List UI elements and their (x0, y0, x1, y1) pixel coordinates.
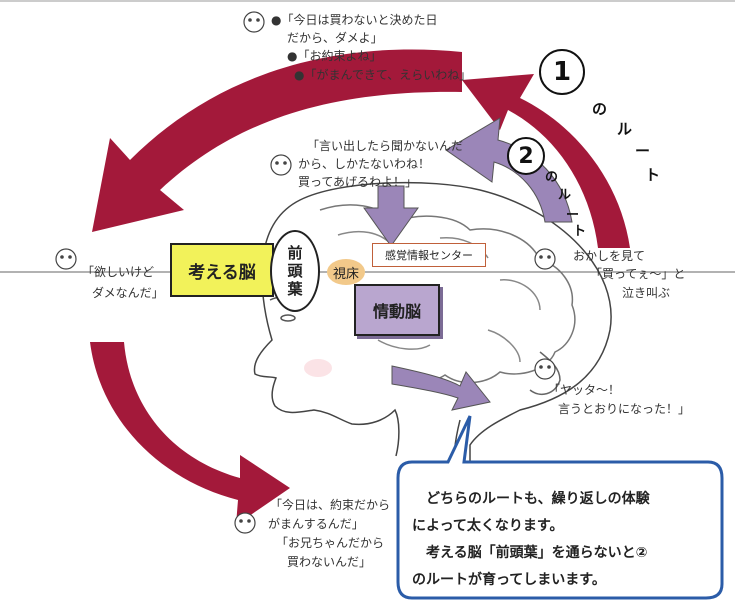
quote-top-1: ●「今日は買わないと決めた日 (271, 13, 438, 27)
callout-line-4: のルートが育ってしまいます。 (412, 572, 606, 588)
purple-arrow-route2 (445, 117, 573, 223)
quote-top-2: だから、ダメよ」 (287, 31, 383, 45)
quote-middle-2: から、しかたないわね！ (298, 157, 431, 171)
quote-middle-1: 「言い出したら聞かないんだ (307, 139, 464, 153)
callout-line-3: 考える脳「前頭葉」を通らないと② (412, 545, 648, 561)
emotion-brain-box: 情動脳 (354, 284, 440, 336)
quote-bottom-1: 「今日は、約束だから (270, 498, 391, 512)
quote-yatta-2: 言うとおりになった！」 (558, 402, 691, 416)
red-arrow-route1 (462, 74, 630, 248)
quote-right-1: おかしを見て (573, 249, 646, 263)
quote-bottom-4: 買わないんだ」 (287, 555, 372, 569)
route2-number: 2 (518, 143, 534, 169)
frontal-lobe-label: 前 頭 葉 (270, 230, 320, 312)
thalamus-label: 視床 (327, 259, 365, 285)
callout-line-1: どちらのルートも、繰り返しの体験 (412, 491, 650, 507)
frontal-char-1: 前 (287, 244, 303, 262)
sensory-center-label: 感覚情報センター (372, 243, 486, 267)
child-faces (55, 11, 556, 534)
quote-top-4: ●「がまんできて、えらいわね」 (294, 68, 472, 82)
purple-arrow-down (363, 185, 419, 247)
quote-right-3: 泣き叫ぶ (622, 286, 671, 300)
quote-bottom-3: 「お兄ちゃんだから (276, 536, 385, 550)
quote-right-2: 「買ってぇ〜」と (590, 267, 686, 281)
route2-char-1: の (545, 170, 559, 185)
purple-arrow-out (391, 365, 491, 411)
route1-circle (539, 49, 585, 95)
route1-char-3: ー (635, 142, 651, 160)
route1-char-1: の (592, 100, 608, 118)
quote-yatta-1: 「ヤッタ〜！ (548, 383, 621, 397)
callout-line-2: によって太くなります。 (412, 518, 564, 534)
route1-number: 1 (552, 57, 572, 87)
callout-bubble (396, 415, 724, 600)
route2-char-4: ト (573, 224, 587, 239)
quote-middle-3: 買ってあげるわよ！」 (298, 175, 418, 189)
quote-left-1: 「欲しいけど (82, 265, 155, 279)
quote-left-2: ダメなんだ」 (92, 286, 164, 300)
route2-char-2: ル (558, 188, 572, 203)
route1-char-2: ル (617, 120, 633, 138)
red-arrow-top (92, 49, 462, 233)
frontal-char-3: 葉 (287, 280, 303, 298)
callout-text: どちらのルートも、繰り返しの体験 によって太くなります。 考える脳「前頭葉」を通… (412, 486, 712, 594)
frontal-char-2: 頭 (287, 262, 303, 280)
think-brain-box: 考える脳 (170, 243, 274, 297)
red-arrow-bottom (90, 342, 290, 525)
route1-char-4: ト (645, 166, 661, 184)
route2-circle (507, 137, 545, 175)
quote-bottom-2: がまんするんだ」 (268, 517, 364, 531)
quote-top-3: ●「お約束よね」 (287, 49, 382, 63)
route2-char-3: ー (566, 208, 580, 223)
